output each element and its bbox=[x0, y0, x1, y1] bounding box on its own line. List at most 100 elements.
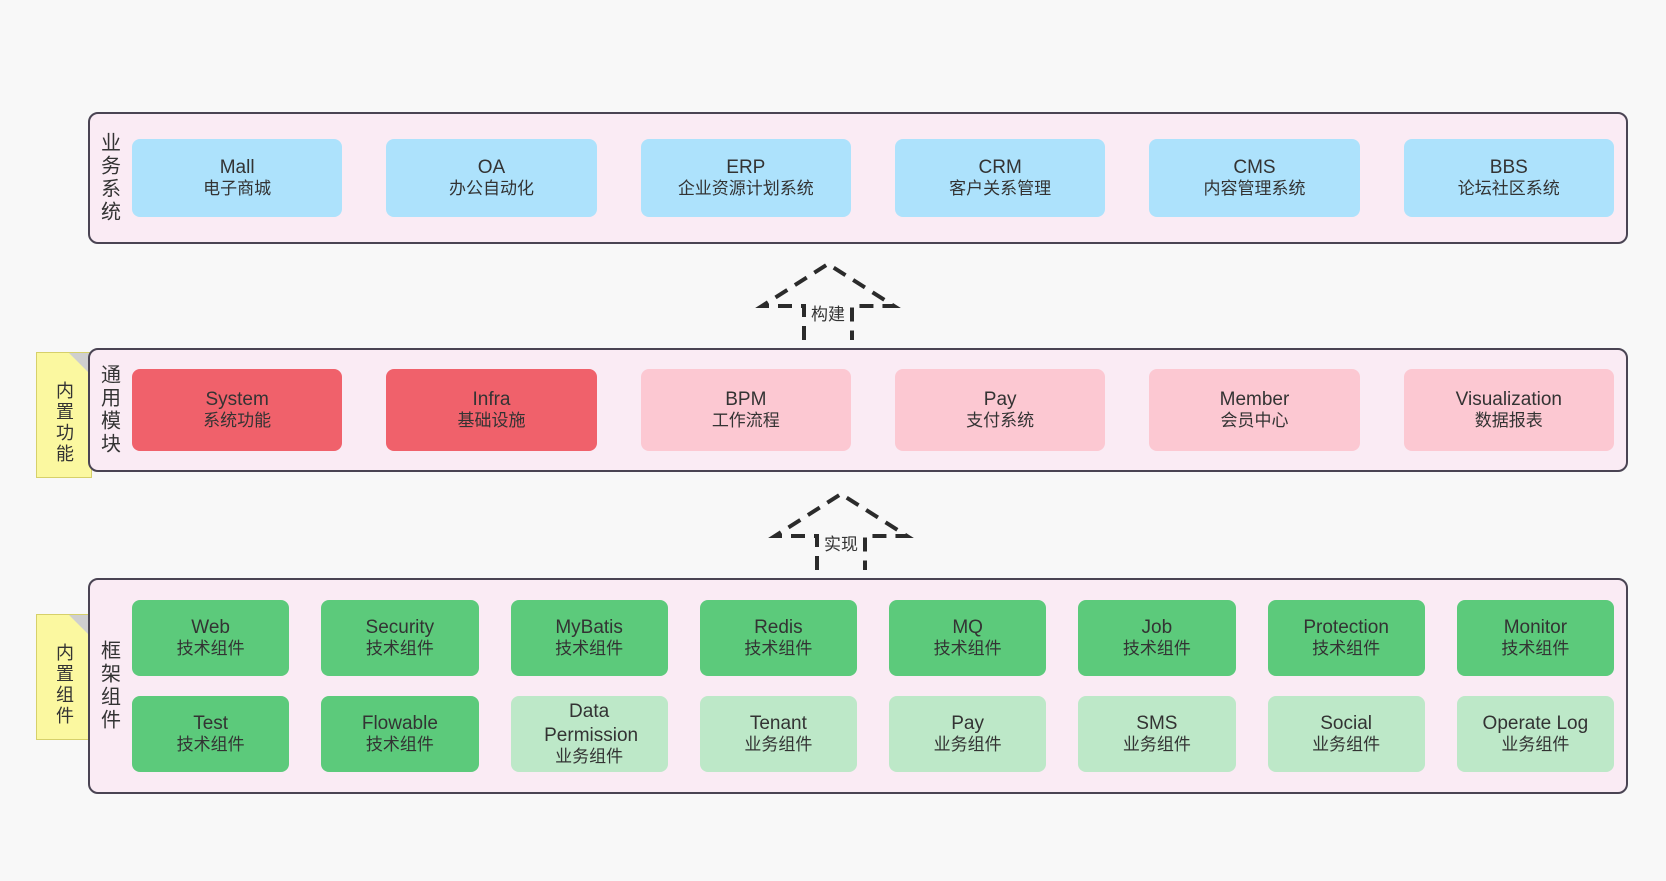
cell-title-en: Test bbox=[193, 713, 229, 735]
cell-system[interactable]: System 系统功能 bbox=[132, 369, 343, 451]
cell-mybatis[interactable]: MyBatis 技术组件 bbox=[510, 600, 668, 676]
cell-title-en: SMS bbox=[1136, 713, 1178, 735]
cell-title-en: CMS bbox=[1233, 157, 1276, 179]
cell-social[interactable]: Social 业务组件 bbox=[1267, 696, 1425, 772]
cell-title-cn: 业务组件 bbox=[744, 735, 813, 755]
cell-title-en: Redis bbox=[754, 617, 803, 639]
cell-title-cn: 技术组件 bbox=[176, 735, 245, 755]
layer-title-business: 业务系统 bbox=[90, 114, 126, 242]
cell-title-cn: 数据报表 bbox=[1474, 411, 1543, 431]
cell-title-en: Job bbox=[1141, 617, 1173, 639]
cell-title-cn: 业务组件 bbox=[1122, 735, 1191, 755]
cell-title-en: Pay bbox=[983, 389, 1017, 411]
cell-title-cn: 技术组件 bbox=[365, 639, 434, 659]
arrow-build-label: 构建 bbox=[811, 305, 845, 324]
cell-bpm[interactable]: BPM 工作流程 bbox=[640, 369, 851, 451]
cell-security[interactable]: Security 技术组件 bbox=[321, 600, 479, 676]
layer-cells-framework-components: Web 技术组件 Security 技术组件 MyBatis 技术组件 Redi… bbox=[126, 580, 1626, 792]
cell-title-cn: 技术组件 bbox=[555, 639, 624, 659]
layer-title-common-modules: 通用模块 bbox=[90, 350, 126, 470]
layer-cells-common-modules: System 系统功能 Infra 基础设施 BPM 工作流程 Pay 支付系统… bbox=[126, 350, 1626, 470]
note-builtin-components: 内置组件 bbox=[36, 614, 92, 740]
cell-title-cn: 系统功能 bbox=[203, 411, 272, 431]
cell-title-en: Security bbox=[365, 617, 435, 639]
cell-tenant[interactable]: Tenant 业务组件 bbox=[699, 696, 857, 772]
cell-web[interactable]: Web 技术组件 bbox=[132, 600, 290, 676]
cell-data-permission[interactable]: Data Permission 业务组件 bbox=[510, 696, 668, 772]
cell-title-en: Operate Log bbox=[1482, 713, 1589, 735]
arrow-implement: 实现 bbox=[768, 491, 914, 572]
layer-title-framework-components: 框架组件 bbox=[90, 580, 126, 792]
cell-title-cn: 办公自动化 bbox=[448, 179, 534, 199]
cell-bbs[interactable]: BBS 论坛社区系统 bbox=[1403, 139, 1614, 217]
cell-protection[interactable]: Protection 技术组件 bbox=[1267, 600, 1425, 676]
cell-title-en: MQ bbox=[952, 617, 983, 639]
layer-title-text-framework-components: 框架组件 bbox=[97, 640, 120, 732]
cell-title-cn: 业务组件 bbox=[1312, 735, 1381, 755]
arrow-build: 构建 bbox=[755, 261, 901, 342]
cell-flowable[interactable]: Flowable 技术组件 bbox=[321, 696, 479, 772]
note-builtin-features-text: 内置功能 bbox=[54, 381, 74, 465]
cell-redis[interactable]: Redis 技术组件 bbox=[699, 600, 857, 676]
cell-title-cn: 客户关系管理 bbox=[949, 179, 1052, 199]
cell-pay-module[interactable]: Pay 支付系统 bbox=[894, 369, 1106, 451]
cell-visualization[interactable]: Visualization 数据报表 bbox=[1403, 369, 1614, 451]
note-builtin-components-text: 内置组件 bbox=[54, 643, 74, 727]
cell-title-en: System bbox=[205, 389, 269, 411]
cell-monitor[interactable]: Monitor 技术组件 bbox=[1456, 600, 1614, 676]
cell-title-cn: 业务组件 bbox=[1501, 735, 1570, 755]
cell-title-en: MyBatis bbox=[555, 617, 623, 639]
cell-infra[interactable]: Infra 基础设施 bbox=[386, 369, 597, 451]
cell-title-en: Web bbox=[191, 617, 230, 639]
cell-title-cn: 技术组件 bbox=[933, 639, 1002, 659]
cell-erp[interactable]: ERP 企业资源计划系统 bbox=[640, 139, 851, 217]
cell-title-cn: 技术组件 bbox=[1122, 639, 1191, 659]
cell-title-en: ERP bbox=[726, 157, 766, 179]
cell-operate-log[interactable]: Operate Log 业务组件 bbox=[1456, 696, 1614, 772]
cell-title-cn: 技术组件 bbox=[1312, 639, 1381, 659]
cell-title-en: Visualization bbox=[1455, 389, 1562, 411]
cell-title-cn: 基础设施 bbox=[457, 411, 526, 431]
cell-title-en: Monitor bbox=[1503, 617, 1568, 639]
cell-cms[interactable]: CMS 内容管理系统 bbox=[1149, 139, 1360, 217]
layer-cells-business: Mall 电子商城 OA 办公自动化 ERP 企业资源计划系统 CRM 客户关系… bbox=[126, 114, 1626, 242]
cell-mq[interactable]: MQ 技术组件 bbox=[889, 600, 1047, 676]
cell-title-cn: 技术组件 bbox=[176, 639, 245, 659]
cell-title-cn: 论坛社区系统 bbox=[1457, 179, 1560, 199]
cell-oa[interactable]: OA 办公自动化 bbox=[386, 139, 597, 217]
cell-crm[interactable]: CRM 客户关系管理 bbox=[894, 139, 1106, 217]
cell-title-cn: 支付系统 bbox=[966, 411, 1035, 431]
cell-title-en: Social bbox=[1320, 713, 1372, 735]
cell-title-en: CRM bbox=[978, 157, 1022, 179]
arrow-implement-label: 实现 bbox=[824, 535, 858, 554]
cell-mall[interactable]: Mall 电子商城 bbox=[132, 139, 343, 217]
cell-title-en: BBS bbox=[1489, 157, 1528, 179]
cell-pay-component[interactable]: Pay 业务组件 bbox=[889, 696, 1047, 772]
cell-job[interactable]: Job 技术组件 bbox=[1078, 600, 1236, 676]
layer-framework-components: 框架组件 Web 技术组件 Security 技术组件 MyBatis 技术组件… bbox=[88, 578, 1628, 794]
cell-title-en: BPM bbox=[725, 389, 767, 411]
layer-business-system: 业务系统 Mall 电子商城 OA 办公自动化 ERP 企业资源计划系统 CRM… bbox=[88, 112, 1628, 244]
cell-title-cn: 业务组件 bbox=[933, 735, 1002, 755]
cell-title-cn: 技术组件 bbox=[744, 639, 813, 659]
cell-title-cn: 工作流程 bbox=[711, 411, 780, 431]
cell-title-en: Member bbox=[1219, 389, 1290, 411]
cell-title-en: Protection bbox=[1303, 617, 1389, 639]
layer-title-text-common-modules: 通用模块 bbox=[97, 364, 120, 456]
cell-title-cn: 技术组件 bbox=[1501, 639, 1570, 659]
cell-title-cn: 内容管理系统 bbox=[1203, 179, 1306, 199]
cell-title-cn: 会员中心 bbox=[1220, 411, 1289, 431]
cell-title-en: Infra bbox=[472, 389, 511, 411]
cell-member[interactable]: Member 会员中心 bbox=[1149, 369, 1360, 451]
cell-title-en: Flowable bbox=[361, 713, 438, 735]
cell-title-cn: 电子商城 bbox=[203, 179, 272, 199]
cell-title-en: Tenant bbox=[749, 713, 807, 735]
cell-title-cn: 企业资源计划系统 bbox=[677, 179, 814, 199]
cell-title-en: Data Permission bbox=[544, 701, 639, 746]
layer-common-modules: 通用模块 System 系统功能 Infra 基础设施 BPM 工作流程 Pay… bbox=[88, 348, 1628, 472]
note-builtin-features: 内置功能 bbox=[36, 352, 92, 478]
cell-sms[interactable]: SMS 业务组件 bbox=[1078, 696, 1236, 772]
cell-test[interactable]: Test 技术组件 bbox=[132, 696, 290, 772]
cell-title-en: OA bbox=[477, 157, 506, 179]
